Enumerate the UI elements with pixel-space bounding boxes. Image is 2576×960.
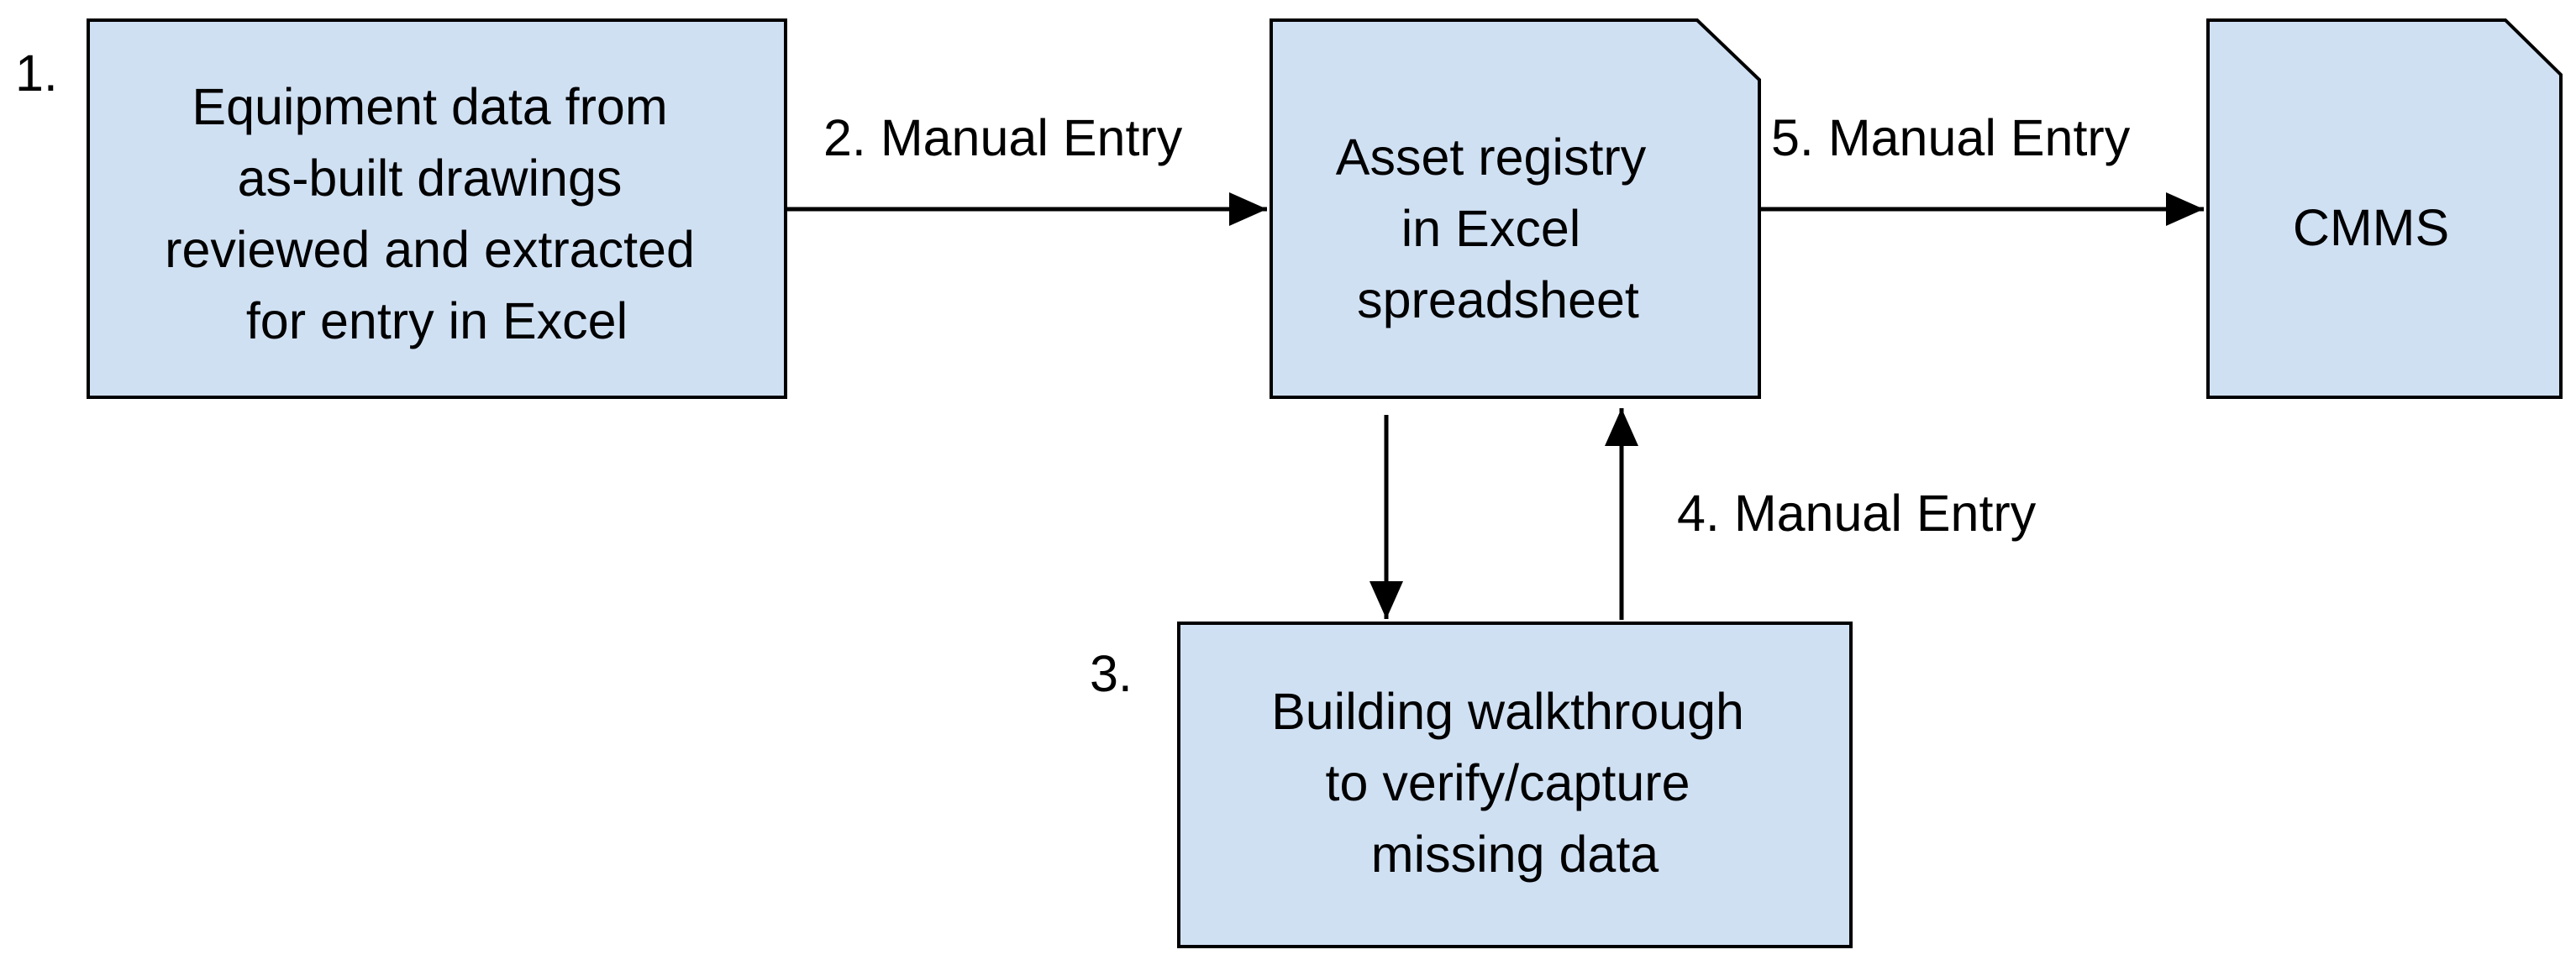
asset-registry-text: Asset registry in Excel spreadsheet (1336, 129, 1660, 328)
equipment-data-line: as-built drawings (238, 150, 623, 207)
asset-registry-line: spreadsheet (1357, 271, 1639, 328)
step-number-3: 3. (1090, 645, 1133, 702)
equipment-data-box (87, 18, 787, 399)
building-walkthrough-box (1177, 622, 1853, 948)
edge-label-manual-entry-4: 4. Manual Entry (1677, 485, 2037, 542)
cmms-node: CMMS (2206, 18, 2563, 399)
equipment-data-node: Equipment data from as-built drawings re… (87, 18, 787, 399)
equipment-data-line: reviewed and extracted (165, 221, 695, 278)
building-walkthrough-line: Building walkthrough (1271, 683, 1744, 740)
building-walkthrough-line: missing data (1371, 826, 1659, 883)
equipment-data-line: for entry in Excel (246, 292, 628, 349)
edge-label-manual-entry-2: 2. Manual Entry (823, 109, 1183, 166)
edge-label-manual-entry-5: 5. Manual Entry (1771, 109, 2131, 166)
equipment-data-text: Equipment data from as-built drawings re… (165, 78, 709, 349)
building-walkthrough-line: to verify/capture (1326, 754, 1690, 811)
building-walkthrough-node: Building walkthrough to verify/capture m… (1177, 622, 1853, 948)
building-walkthrough-text: Building walkthrough to verify/capture m… (1271, 683, 1759, 883)
asset-registry-box (1270, 18, 1761, 399)
step-number-1: 1. (15, 45, 58, 102)
cmms-line: CMMS (2293, 199, 2449, 256)
asset-registry-node: Asset registry in Excel spreadsheet (1270, 18, 1761, 399)
cmms-box (2206, 18, 2563, 399)
asset-registry-line: Asset registry (1336, 129, 1647, 186)
cmms-text: CMMS (2293, 199, 2449, 256)
asset-registry-line: in Excel (1401, 200, 1581, 257)
equipment-data-line: Equipment data from (192, 78, 667, 135)
